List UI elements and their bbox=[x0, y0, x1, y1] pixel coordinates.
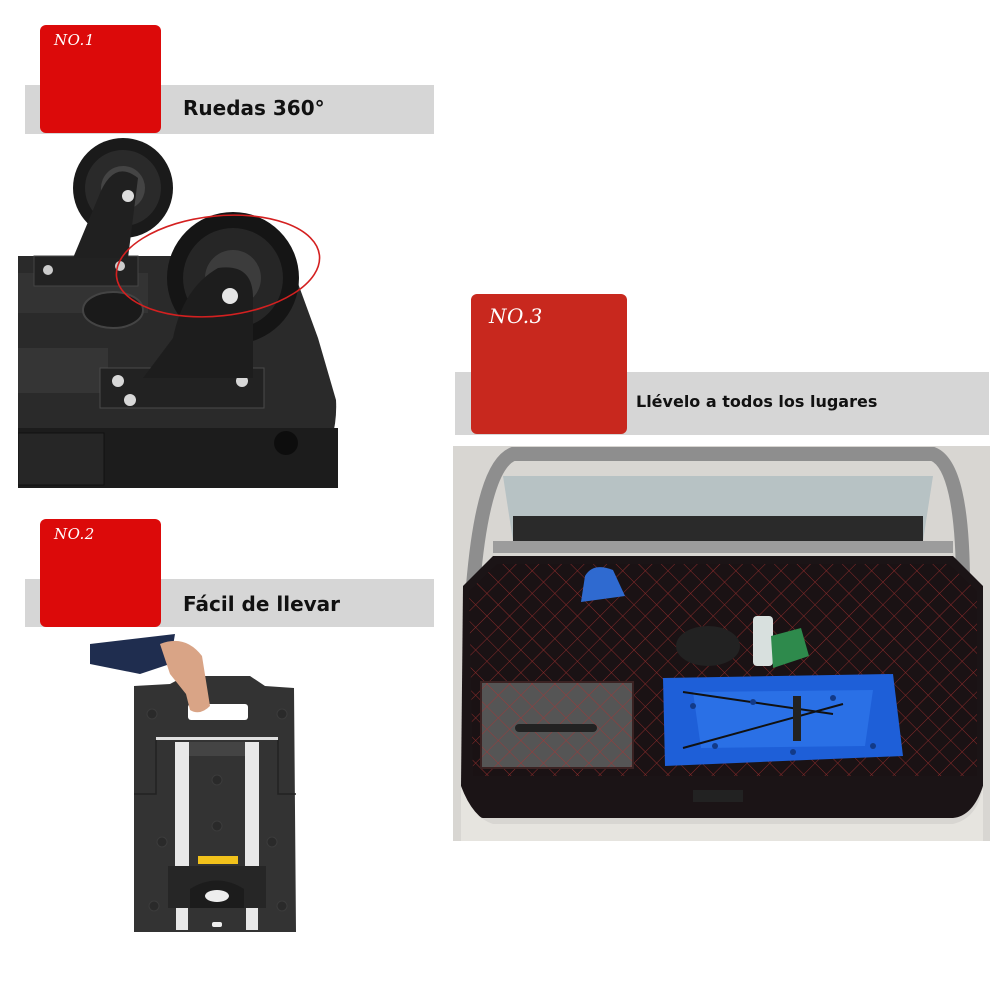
car-trunk-illustration bbox=[453, 446, 990, 841]
section-1-badge-number: NO.1 bbox=[54, 31, 95, 49]
caster-wheels-illustration bbox=[18, 138, 338, 488]
section-1-title: Ruedas 360° bbox=[183, 96, 325, 120]
section-3-badge: NO.3 bbox=[471, 294, 627, 434]
car-trunk-photo bbox=[453, 446, 990, 841]
section-3-badge-number: NO.3 bbox=[489, 304, 543, 328]
section-2-badge-number: NO.2 bbox=[54, 525, 95, 543]
caster-wheels-photo bbox=[18, 138, 340, 490]
section-3-title: Llévelo a todos los lugares bbox=[636, 392, 878, 411]
folded-cart-photo bbox=[90, 634, 310, 938]
section-2-title: Fácil de llevar bbox=[183, 592, 341, 616]
section-2-badge: NO.2 bbox=[40, 519, 161, 627]
folded-cart-illustration bbox=[90, 634, 296, 932]
section-1-badge: NO.1 bbox=[40, 25, 161, 133]
